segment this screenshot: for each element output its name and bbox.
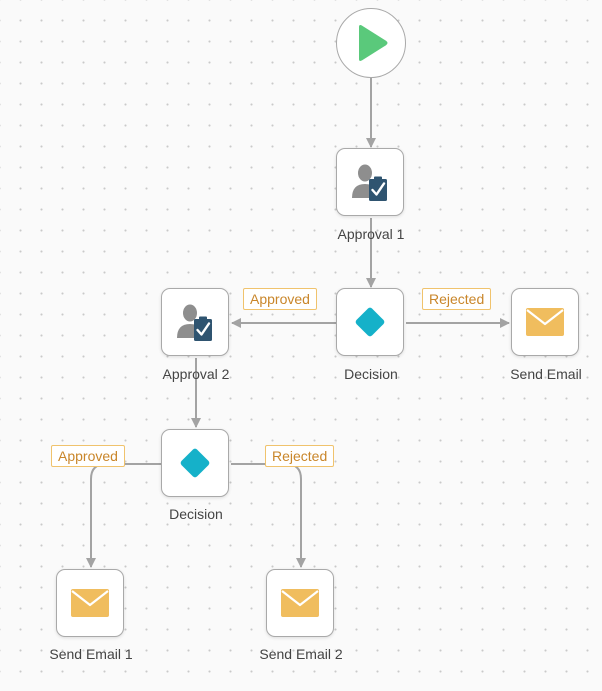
decision2-node[interactable] bbox=[161, 429, 229, 497]
send-email1-label: Send Email 1 bbox=[49, 646, 133, 662]
edge-label-approved[interactable]: Approved bbox=[243, 288, 317, 310]
send-email-node[interactable] bbox=[511, 288, 579, 356]
envelope-icon bbox=[71, 589, 109, 617]
envelope-icon bbox=[526, 308, 564, 336]
decision-diamond-icon bbox=[180, 448, 210, 478]
user-approval-icon bbox=[177, 304, 212, 341]
send-email-label: Send Email bbox=[510, 366, 582, 382]
edge-label-rejected[interactable]: Rejected bbox=[422, 288, 492, 310]
approval1-node[interactable] bbox=[336, 148, 404, 216]
start-node[interactable] bbox=[336, 8, 406, 78]
decision1-node[interactable] bbox=[336, 288, 404, 356]
envelope-icon bbox=[281, 589, 319, 617]
approval1-label: Approval 1 bbox=[337, 226, 405, 242]
edge-label-approved[interactable]: Approved bbox=[51, 445, 125, 467]
send-email2-node[interactable] bbox=[266, 569, 334, 637]
approval2-label: Approval 2 bbox=[162, 366, 230, 382]
decision2-label: Decision bbox=[169, 506, 223, 522]
edge-label-rejected[interactable]: Rejected bbox=[265, 445, 335, 467]
play-icon bbox=[359, 25, 388, 61]
decision-diamond-icon bbox=[355, 307, 385, 337]
send-email2-label: Send Email 2 bbox=[259, 646, 343, 662]
send-email1-node[interactable] bbox=[56, 569, 124, 637]
approval2-node[interactable] bbox=[161, 288, 229, 356]
decision1-label: Decision bbox=[344, 366, 398, 382]
user-approval-icon bbox=[352, 164, 387, 201]
